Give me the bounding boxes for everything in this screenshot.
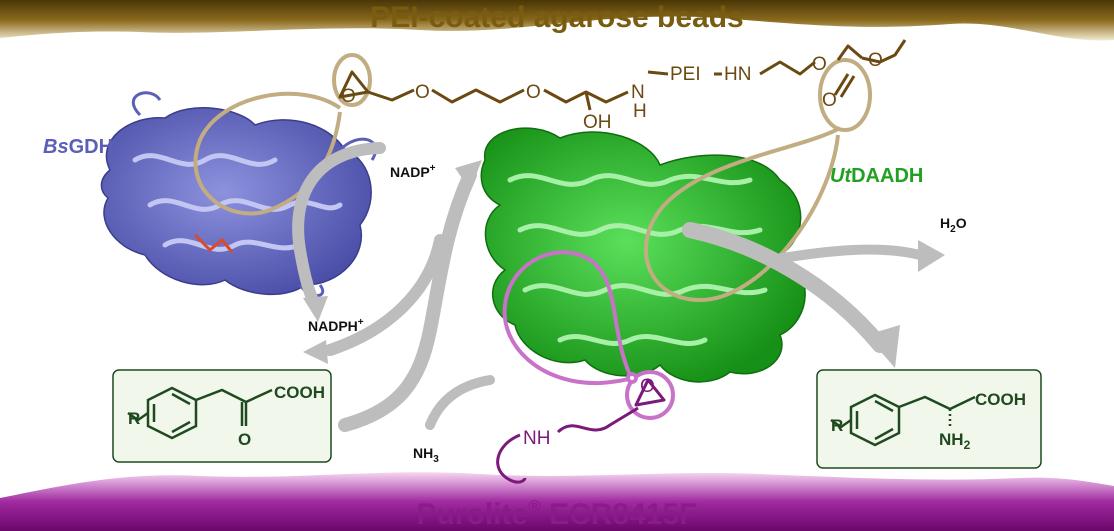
product-nh2: NH2 — [939, 430, 971, 452]
linker-h: H — [633, 101, 647, 122]
nadp-label: NADP+ — [390, 163, 436, 180]
substrate-r: R — [128, 409, 140, 428]
bottom-linker — [496, 378, 666, 484]
bsgdh-protein — [100, 91, 378, 297]
purolite-tether — [502, 250, 675, 420]
substrate-cooh: COOH — [274, 383, 325, 402]
linker-n: N — [631, 82, 645, 103]
linker-o-2: O — [526, 82, 541, 103]
nh3-label: NH3 — [413, 445, 439, 465]
bottom-linker-o: O — [640, 376, 655, 397]
product-box: R COOH NH2 — [816, 369, 1042, 469]
linker-hn: HN — [724, 64, 751, 85]
linker-o-ester: O — [868, 50, 883, 71]
agarose-bead-surface — [0, 0, 1114, 41]
product-r: R — [831, 416, 843, 435]
linker-oh: OH — [583, 112, 612, 133]
substrate-box: R COOH O — [112, 369, 332, 463]
nadph-label: NADPH+ — [308, 317, 364, 334]
utdaadh-protein — [480, 127, 806, 383]
bottom-linker-nh: NH — [523, 428, 550, 449]
arrow-heads — [303, 160, 945, 368]
linker-labels: O O O OH N H PEI HN O O O — [341, 50, 883, 133]
linker-o-1: O — [415, 82, 430, 103]
linker-o-epoxide: O — [341, 86, 356, 107]
utdaadh-label: UtDAADH — [830, 165, 923, 187]
top-linker — [338, 39, 907, 111]
linker-o-carbonyl: O — [822, 90, 837, 111]
substrate-o: O — [238, 430, 251, 449]
reaction-arrows — [292, 142, 925, 432]
h2o-label: H2O — [940, 215, 967, 235]
bottom-support-label: Purolite® ECR8415F — [417, 497, 698, 531]
agarose-tethers — [193, 53, 872, 303]
product-cooh: COOH — [975, 390, 1026, 409]
top-support-label: PEI-coated agarose beads — [370, 1, 743, 34]
bsgdh-label: BsGDH — [43, 136, 113, 158]
purolite-resin-surface — [0, 472, 1114, 531]
linker-pei: PEI — [670, 64, 701, 85]
linker-o-3: O — [812, 54, 827, 75]
